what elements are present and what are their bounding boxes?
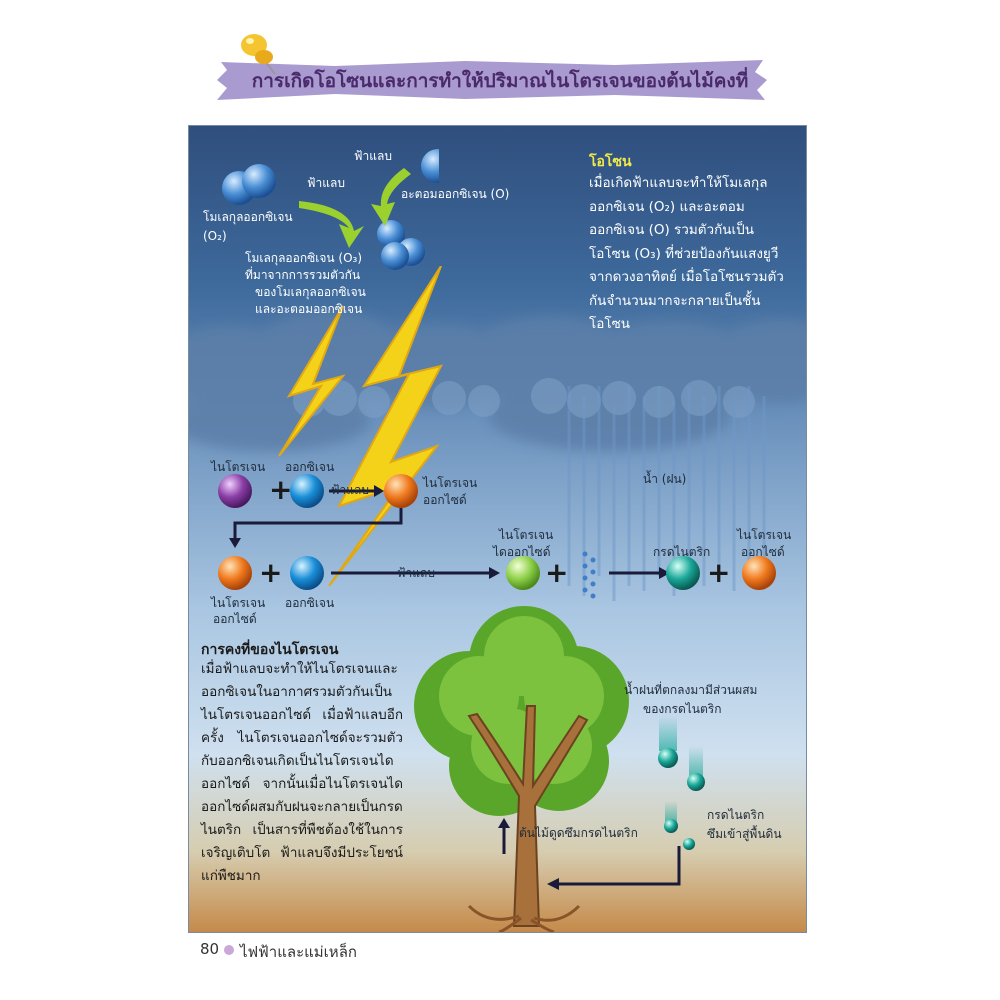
- label-rain-mix-1: น้ำฝนที่ตกลงมามีส่วนผสม: [624, 683, 758, 697]
- fixation-body: เมื่อฟ้าแลบจะทำให้ไนโตรเจนและออกซิเจนในอ…: [201, 661, 403, 884]
- plus-sign-2: +: [259, 556, 282, 589]
- nitric-oxide-atom-3: [742, 556, 776, 590]
- o3-atom-a: [377, 220, 405, 248]
- nitrogen-atom: [218, 474, 252, 508]
- nitrogen-dioxide-atom: [506, 556, 540, 590]
- tree-roots: [467, 904, 581, 932]
- plus-sign-3: +: [545, 556, 568, 589]
- label-oxygen-2: ออกซิเจน: [285, 596, 335, 610]
- label-nitric-oxide-1a: ไนโตรเจน: [423, 476, 478, 490]
- oxygen-atom-row1: [290, 474, 324, 508]
- diagram-panel: ฟ้าแลบ ฟ้าแลบ อะตอมออกซิเจน (O) โมเลกุลอ…: [188, 125, 807, 933]
- plus-sign-4: +: [707, 556, 730, 589]
- label-lightning-arrow-2: ฟ้าแลบ: [397, 566, 435, 580]
- label-nitric-oxide-2a: ไนโตรเจน: [211, 596, 266, 610]
- label-acid-soak-2: ซึมเข้าสู่พื้นดิน: [707, 827, 782, 841]
- green-arrow-right: [371, 168, 411, 226]
- plus-sign-1: +: [269, 473, 292, 506]
- label-ozone-line-4: และอะตอมออกซิเจน: [255, 302, 363, 316]
- label-acid-soak-1: กรดไนตริก: [707, 808, 765, 822]
- fixation-title: การคงที่ของไนโตรเจน: [201, 642, 339, 658]
- tree-trunk: [467, 705, 589, 927]
- ozone-arrows: [299, 168, 411, 248]
- label-nitrogen: ไนโตรเจน: [211, 460, 266, 474]
- label-oxygen-1: ออกซิเจน: [285, 460, 335, 474]
- lightning-bolts: [278, 266, 443, 586]
- tree-illustration: [414, 606, 629, 932]
- label-nitric-acid: กรดไนตริก: [653, 545, 711, 559]
- up-arrow: [498, 818, 510, 854]
- lightning-bolt-large: [328, 266, 443, 586]
- o3-atom-c: [381, 242, 409, 270]
- ozone-body: เมื่อเกิดฟ้าแลบจะทำให้โมเลกุลออกซิเจน (O…: [589, 175, 784, 332]
- label-lightning-arrow-1: ฟ้าแลบ: [331, 483, 369, 497]
- lightning-bolt-small: [278, 305, 346, 457]
- label-dioxide-b: ไดออกไซด์: [493, 545, 551, 559]
- o2-atom-b: [242, 164, 276, 198]
- footer-bullet: [224, 945, 234, 955]
- absorb-arrow: [547, 846, 681, 890]
- label-ozone-line-3: ของโมเลกุลออกซิเจน: [255, 285, 366, 299]
- label-ozone-line-2: ที่มาจากการรวมตัวกัน: [245, 268, 361, 282]
- title-banner: [217, 60, 767, 100]
- label-nitric-oxide-3b: ออกไซด์: [741, 545, 785, 559]
- label-oxygen-atom: อะตอมออกซิเจน (O): [401, 187, 510, 201]
- label-dioxide-a: ไนโตรเจน: [499, 528, 554, 542]
- oxygen-atom-single: [421, 149, 439, 183]
- label-lightning-2: ฟ้าแลบ: [307, 176, 345, 190]
- label-nitric-oxide-2b: ออกไซด์: [213, 612, 257, 626]
- label-lightning-1: ฟ้าแลบ: [354, 149, 392, 163]
- page-number: 80: [200, 940, 220, 958]
- label-oxygen-molecule: โมเลกุลออกซิเจน: [203, 210, 293, 224]
- label-rain-water: น้ำ (ฝน): [643, 472, 687, 486]
- ozone-title: โอโซน: [589, 154, 632, 170]
- green-arrow-left: [299, 201, 364, 248]
- label-rain-mix-2: ของกรดไนตริก: [643, 702, 722, 716]
- nitric-acid-atom: [666, 556, 700, 590]
- label-nitric-oxide-1b: ออกไซด์: [423, 493, 467, 507]
- falling-acid-drops: [658, 716, 705, 850]
- ozone-molecules: [222, 149, 439, 270]
- book-title: ไฟฟ้าและแม่เหล็ก: [240, 943, 357, 961]
- label-ozone-line-1: โมเลกุลออกซิเจน (O₃): [245, 251, 363, 265]
- nitrogen-cycle-diagram: + + + +: [218, 473, 776, 599]
- page-title: การเกิดโอโซนและการทำให้ปริมาณไนโตรเจนของ…: [251, 70, 749, 92]
- pushpin-icon: [241, 34, 276, 75]
- water-drops: [582, 551, 596, 599]
- nitric-oxide-atom-1: [384, 474, 418, 508]
- label-nitric-oxide-3a: ไนโตรเจน: [737, 528, 792, 542]
- label-oxygen-molecule-formula: (O₂): [203, 229, 227, 243]
- label-tree-absorbs: ต้นไม้ดูดซึมกรดไนตริก: [519, 826, 638, 840]
- oxygen-atom-row2: [290, 556, 324, 590]
- nitric-oxide-atom-2: [218, 556, 252, 590]
- rain-streaks: [567, 386, 766, 601]
